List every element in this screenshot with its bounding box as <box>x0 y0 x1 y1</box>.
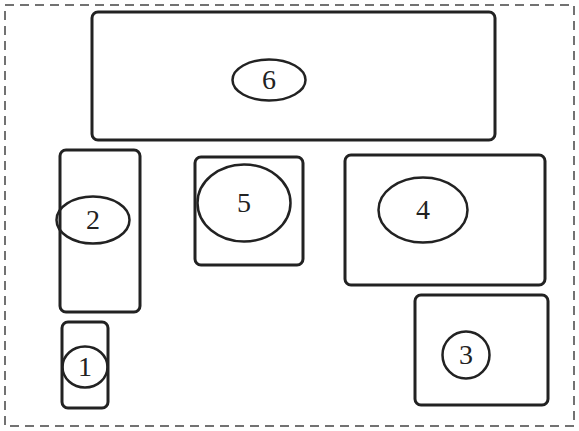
callout-number: 6 <box>262 66 276 94</box>
callout-number: 4 <box>416 196 430 224</box>
numbered-ellipse: 6 <box>231 58 307 102</box>
numbered-ellipse: 1 <box>61 345 109 389</box>
callout-number: 2 <box>86 206 100 234</box>
numbered-ellipse: 2 <box>55 195 131 245</box>
callout-number: 3 <box>459 341 473 369</box>
callout-number: 5 <box>237 189 251 217</box>
region-box <box>62 322 108 408</box>
region-box <box>195 157 303 265</box>
region-box <box>60 150 140 312</box>
numbered-ellipse: 4 <box>377 176 469 244</box>
region-box <box>92 12 495 140</box>
numbered-ellipse: 3 <box>441 330 491 380</box>
dashed-border <box>5 5 574 426</box>
region-box <box>345 155 545 285</box>
callout-number: 1 <box>78 353 92 381</box>
numbered-ellipse: 5 <box>196 163 292 243</box>
region-box <box>415 295 548 405</box>
